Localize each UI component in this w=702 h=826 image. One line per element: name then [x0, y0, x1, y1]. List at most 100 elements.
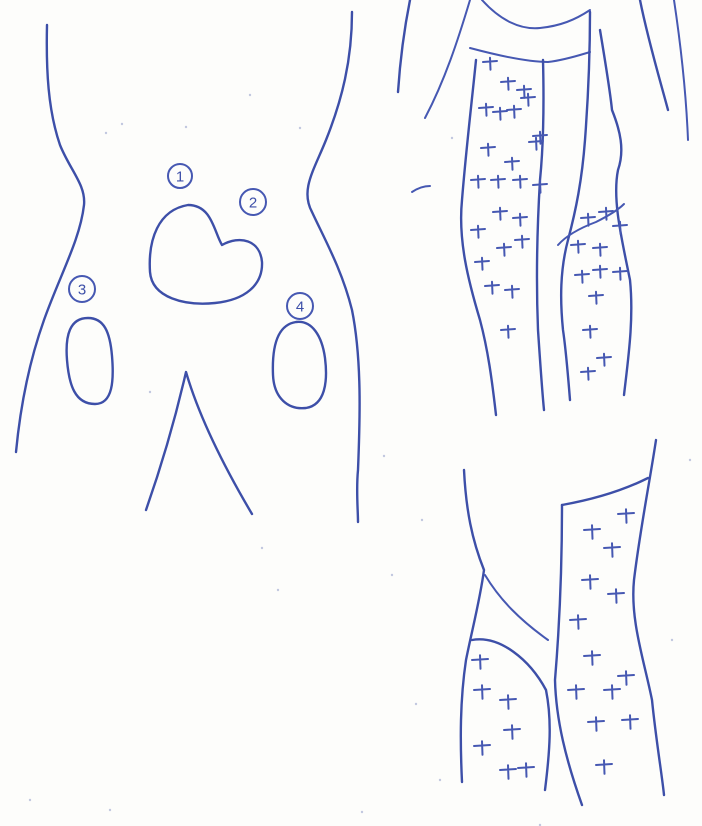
- plus-marker: [505, 158, 519, 170]
- paper-speck: [671, 639, 673, 641]
- plus-marker: [618, 509, 634, 523]
- region-label-1: 1: [168, 164, 192, 188]
- groin-line: [470, 48, 590, 62]
- plus-marker: [471, 226, 485, 238]
- plus-marker: [533, 181, 547, 193]
- paper-speck: [689, 459, 691, 461]
- plus-marker: [583, 326, 597, 338]
- plus-marker: [608, 589, 624, 603]
- plus-marker: [474, 741, 490, 755]
- plus-marker: [504, 725, 520, 739]
- plus-marker: [596, 760, 612, 774]
- plus-marker: [481, 144, 495, 156]
- svg-text:2: 2: [249, 195, 257, 212]
- svg-text:4: 4: [296, 299, 304, 316]
- region-3-oval: [67, 318, 113, 404]
- plus-marker: [613, 222, 627, 234]
- plus-marker: [493, 208, 507, 220]
- plus-marker: [500, 765, 516, 779]
- back-left-leg-outer: [461, 470, 484, 782]
- svg-text:3: 3: [78, 282, 86, 299]
- plus-marker: [589, 292, 603, 304]
- body-outline-left: [16, 25, 84, 452]
- plus-marker: [571, 241, 585, 253]
- plus-marker: [501, 326, 515, 338]
- plus-marker: [575, 271, 589, 283]
- paper-speck: [391, 574, 393, 576]
- plus-marker: [507, 106, 521, 118]
- paper-speck: [451, 137, 453, 139]
- plus-marker: [501, 78, 515, 90]
- torso-outline-left: [398, 0, 410, 92]
- plus-marker: [493, 108, 507, 120]
- plus-marker: [471, 176, 485, 188]
- plus-marker: [570, 615, 586, 629]
- plus-marker: [593, 244, 607, 256]
- right-thigh-inner: [561, 12, 590, 400]
- svg-text:1: 1: [176, 169, 184, 186]
- paper-speck: [415, 703, 417, 705]
- plus-marker: [581, 368, 595, 380]
- paper-speck: [109, 809, 111, 811]
- paper-specks: [29, 94, 691, 826]
- paper-speck: [105, 132, 107, 134]
- plus-marker: [588, 717, 604, 731]
- left-thigh-inner: [537, 60, 544, 410]
- plus-marker: [582, 575, 598, 589]
- paper-speck: [149, 391, 151, 393]
- plus-marker: [505, 286, 519, 298]
- plus-marker: [568, 685, 584, 699]
- plus-marker: [613, 268, 627, 280]
- torso-outline-far-right: [674, 0, 688, 140]
- back-left-knee: [485, 575, 548, 640]
- plus-marker: [521, 94, 535, 106]
- plus-marker: [518, 763, 534, 777]
- plus-marker: [472, 655, 488, 669]
- plus-marker: [485, 282, 499, 294]
- plus-marker: [491, 176, 505, 188]
- region-4-oval: [273, 322, 326, 408]
- torso-outline-right: [640, 0, 668, 110]
- plus-marker: [475, 258, 489, 270]
- region-label-2: 2: [240, 189, 266, 215]
- plus-marker: [604, 685, 620, 699]
- body-outline-right: [307, 12, 359, 522]
- plus-marker: [483, 58, 497, 70]
- back-legs-sketch: [461, 440, 664, 805]
- plus-marker: [515, 236, 529, 248]
- plus-marker: [500, 695, 516, 709]
- paper-speck: [383, 455, 385, 457]
- plus-marker: [622, 715, 638, 729]
- paper-speck: [421, 519, 423, 521]
- front-legs-sketch: [398, 0, 688, 415]
- plus-marker: [584, 651, 600, 665]
- paper-speck: [299, 127, 301, 129]
- plus-marker: [593, 266, 607, 278]
- plus-marker: [513, 176, 527, 188]
- plus-marker: [604, 543, 620, 557]
- crotch-outline: [146, 372, 252, 514]
- plus-marker: [474, 685, 490, 699]
- paper-speck: [361, 811, 363, 813]
- region-label-4: 4: [287, 293, 313, 319]
- plus-marker: [597, 354, 611, 366]
- torso-outline-inner-left: [425, 0, 470, 118]
- plus-marker: [513, 214, 527, 226]
- region-1-2-blob: [150, 205, 262, 304]
- plus-marker: [497, 244, 511, 256]
- paper-speck: [439, 779, 441, 781]
- plus-marker: [584, 525, 600, 539]
- region-label-3: 3: [69, 276, 95, 302]
- pelvis-sketch: 1 2 3 4: [16, 12, 360, 522]
- back-right-leg-outer: [555, 505, 582, 805]
- paper-speck: [29, 799, 31, 801]
- waist-line: [482, 0, 590, 28]
- knee-mark: [412, 186, 430, 192]
- back-leg-markers: [472, 509, 638, 779]
- paper-speck: [185, 126, 187, 128]
- back-right-leg-top: [562, 478, 648, 505]
- plus-marker: [618, 671, 634, 685]
- plus-marker: [479, 104, 493, 116]
- back-left-leg-inner: [472, 639, 550, 790]
